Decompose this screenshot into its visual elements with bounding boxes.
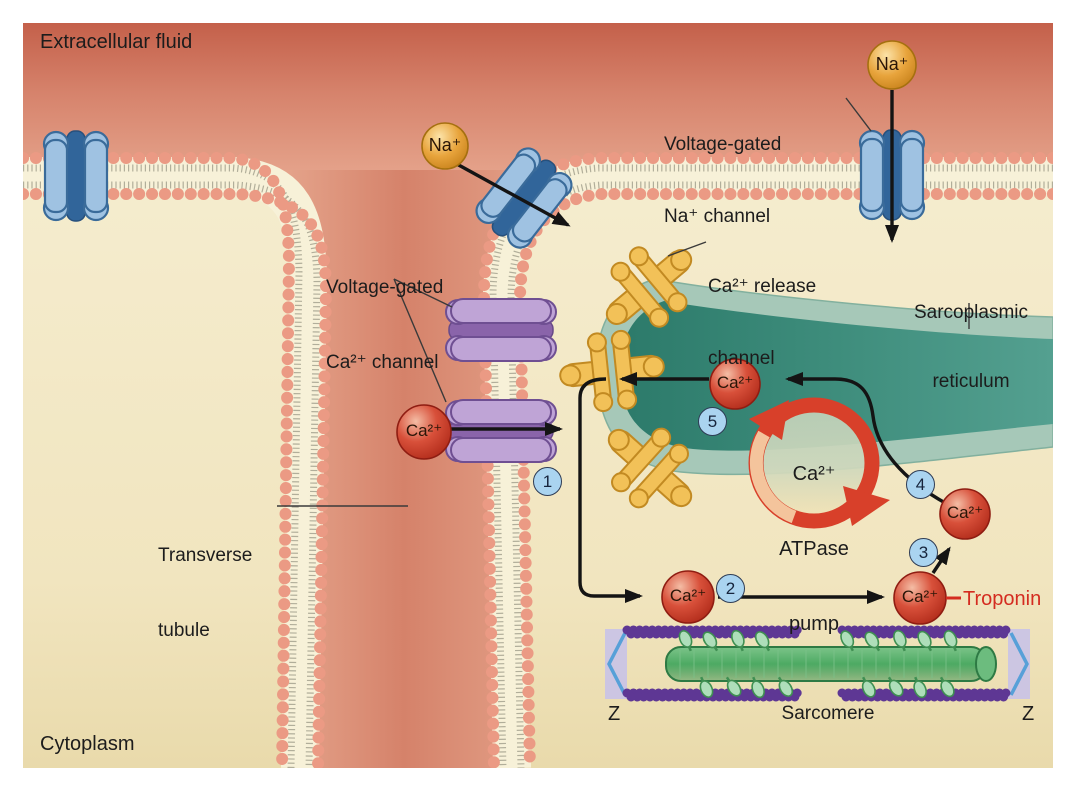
na-ion-right [867, 40, 917, 90]
cytoplasm-label: Cytoplasm [40, 733, 135, 755]
na-channel-leader [845, 97, 872, 132]
ca-channel-leader-1 [393, 278, 453, 308]
z-disc-left [605, 629, 627, 699]
step-badge-1: 1 [533, 467, 562, 496]
atpase-pump-label: Ca²⁺ ATPase pump [779, 463, 849, 635]
ca-channel-lower-icon [445, 399, 557, 463]
ca-ion-free [939, 488, 991, 540]
transverse-tubule-lumen [240, 170, 605, 768]
ca-ion-entry [396, 404, 452, 460]
step-badge-2: 2 [716, 574, 745, 603]
ca-ion-label-stored: Ca²⁺ [716, 373, 754, 392]
leader-lines [277, 97, 970, 507]
z-disc-right-label: Z [1022, 703, 1035, 725]
sarcoplasmic-reticulum-label: Sarcoplasmic reticulum [913, 302, 1029, 392]
step-badge-5: 5 [698, 407, 727, 436]
myosin-filament [665, 627, 997, 701]
ca-ion-stored [709, 358, 761, 410]
extracellular-fluid-label: Extracellular fluid [40, 31, 193, 53]
z-disc-left-label: Z [608, 703, 621, 725]
troponin-label: Troponin [963, 588, 1042, 610]
na-ion-label-right: Na⁺ [875, 54, 909, 74]
na-channel-left-icon [42, 129, 110, 223]
step-badge-3: 3 [909, 538, 938, 567]
transverse-tubule-label: Transverse tubule [158, 545, 253, 641]
na-ion-tubule [421, 122, 469, 170]
step3-unbind-arrow [931, 546, 951, 574]
ca-channel-upper-icon [445, 298, 557, 362]
ca-release-path [578, 377, 643, 603]
ion-spheres [396, 40, 991, 625]
release-channel-label: Ca²⁺ release channel [708, 276, 817, 369]
ca-ion-label-troponin: Ca²⁺ [901, 587, 939, 606]
z-disc-right [1008, 629, 1030, 699]
ca-ion-label-released: Ca²⁺ [669, 586, 707, 605]
na-channel-label: Voltage-gated Na⁺ channel [664, 134, 782, 227]
ca-channel-label: Voltage-gated Ca²⁺ channel [326, 277, 444, 373]
ca-ion-label-free: Ca²⁺ [946, 503, 984, 522]
na-entry-arrow-tubule [454, 161, 571, 227]
sarcomere-label: Sarcomere [781, 703, 875, 724]
step-badge-4: 4 [906, 470, 935, 499]
cell-membrane-left [23, 152, 333, 768]
ca-atpase-pump-icon [748, 397, 890, 529]
ca-ion-label-entry: Ca²⁺ [405, 421, 443, 440]
na-ion-label-tubule: Na⁺ [428, 135, 462, 155]
ca-channel-leader-2 [393, 278, 447, 403]
release-channel-leader [667, 241, 707, 257]
sarcomere-graphic [605, 625, 1030, 702]
ca-ion-released [661, 570, 715, 624]
